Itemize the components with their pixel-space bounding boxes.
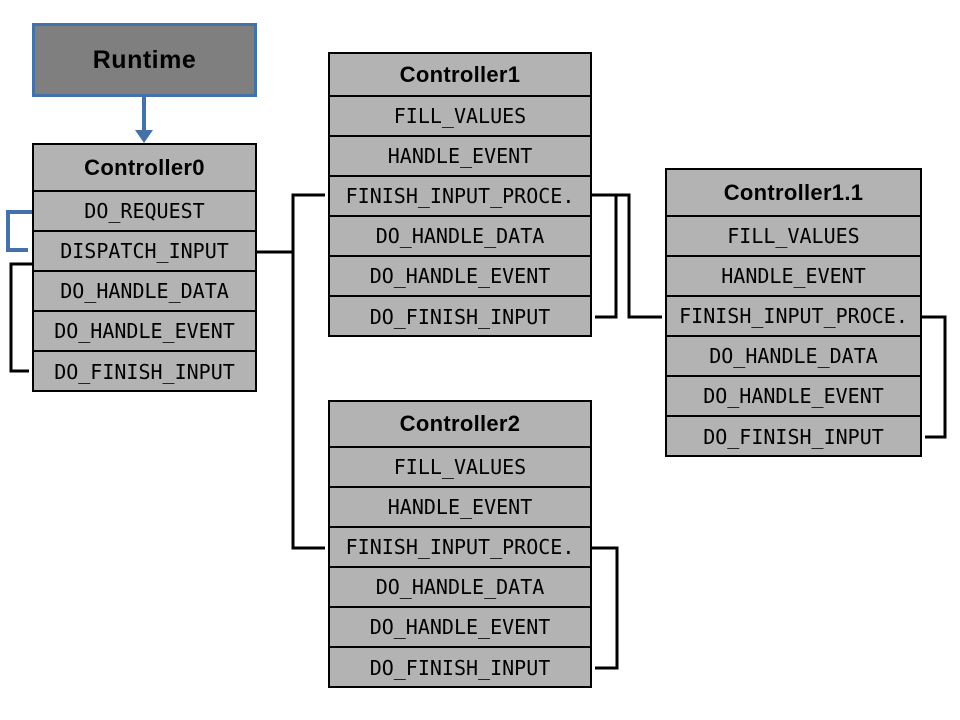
controller1-1-title: Controller1.1 (667, 170, 920, 217)
method-row: DO_FINISH_INPUT (703, 425, 884, 449)
method-row: HANDLE_EVENT (330, 488, 590, 528)
method-row: FINISH_INPUT_PROCE. (667, 297, 920, 337)
method-row: DO_HANDLE_DATA (330, 217, 590, 257)
method-row: DO_FINISH_INPUT (369, 656, 551, 680)
controller2-title: Controller2 (330, 402, 590, 448)
method-row: FINISH_INPUT_PROCE. (330, 177, 590, 217)
method-row: DO_HANDLE_EVENT (34, 312, 255, 352)
connector-dispatch-to-do-finish-input-c0 (9, 262, 32, 373)
method-row: DO_REQUEST (34, 192, 255, 232)
connector-dispatch-to-controller2 (291, 252, 325, 550)
method-row: FILL_VALUES (330, 448, 590, 488)
arrowhead-runtime-to-controller0 (135, 130, 153, 143)
connector-controller1-1-self-loop (922, 315, 947, 439)
controller1-box: Controller1 FILL_VALUES HANDLE_EVENT FIN… (328, 52, 592, 337)
method-row: HANDLE_EVENT (667, 257, 920, 297)
method-row: FINISH_INPUT_PROCE. (330, 528, 590, 568)
connector-controller2-self-loop (592, 546, 619, 670)
method-row: FILL_VALUES (667, 217, 920, 257)
method-row: DO_HANDLE_EVENT (330, 257, 590, 297)
connector-do-request-to-dispatch-input (6, 210, 32, 252)
controller0-box: Controller0 DO_REQUEST DISPATCH_INPUT DO… (32, 143, 257, 392)
runtime-label: Runtime (92, 45, 197, 74)
method-row: DO_HANDLE_EVENT (667, 377, 920, 417)
method-row: FILL_VALUES (330, 97, 590, 137)
connector-controller1-to-controller1-1 (592, 193, 662, 319)
method-row: DO_HANDLE_EVENT (330, 608, 590, 648)
method-row: DO_HANDLE_DATA (330, 568, 590, 608)
method-row: DISPATCH_INPUT (34, 232, 255, 272)
connector-controller1-self-loop (592, 193, 618, 319)
connector-dispatch-to-controller1 (257, 193, 325, 254)
method-row: HANDLE_EVENT (330, 137, 590, 177)
runtime-box: Runtime (32, 23, 257, 97)
controller0-title: Controller0 (34, 145, 255, 192)
controller1-title: Controller1 (330, 54, 590, 97)
method-row: DO_FINISH_INPUT (369, 305, 551, 329)
method-row: DO_FINISH_INPUT (54, 360, 235, 384)
method-row: DO_HANDLE_DATA (667, 337, 920, 377)
controller1-1-box: Controller1.1 FILL_VALUES HANDLE_EVENT F… (665, 168, 922, 457)
controller2-box: Controller2 FILL_VALUES HANDLE_EVENT FIN… (328, 400, 592, 688)
method-row: DO_HANDLE_DATA (34, 272, 255, 312)
